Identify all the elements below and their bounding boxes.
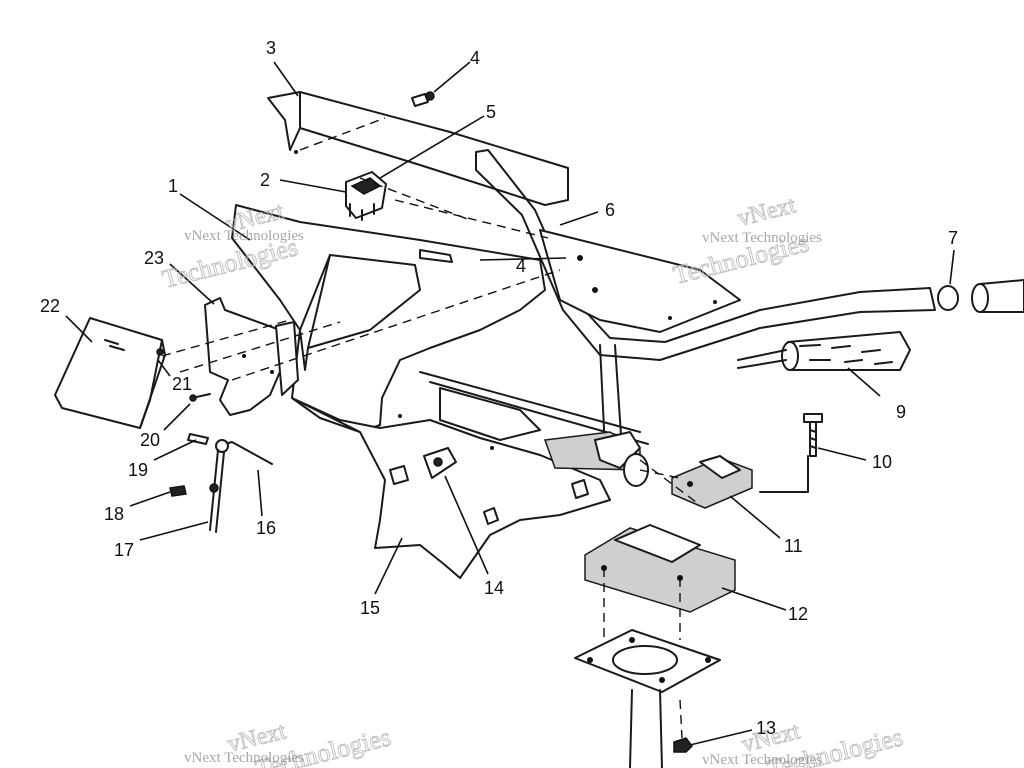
part-11-clamp-top [671, 455, 753, 509]
part-12-clamp-base [584, 524, 736, 613]
callout-1: 1 [168, 176, 178, 196]
part-16-rod [215, 439, 273, 465]
callout-14: 14 [484, 578, 504, 598]
watermark-right-line1: vNext [735, 192, 799, 231]
callout-10: 10 [872, 452, 892, 472]
callout-4-mid: 4 [516, 256, 526, 276]
callout-20: 20 [140, 430, 160, 450]
callout-11: 11 [784, 536, 803, 556]
part-14-bushing [389, 447, 589, 525]
watermark-bottom-left: vNext Technologies vNext Technologies [184, 718, 394, 768]
callout-3: 3 [266, 38, 276, 58]
part-2-switch [345, 171, 387, 221]
part-22-cover-plate [54, 317, 166, 429]
callout-16: 16 [256, 518, 276, 538]
callout-12: 12 [788, 604, 808, 624]
part-18-knob [169, 485, 187, 497]
part-7-bar-end [937, 279, 1024, 313]
leader-lines [65, 61, 955, 746]
callout-21: 21 [172, 374, 192, 394]
watermark-bottom-right: vNext Technologies vNext Technologies [702, 718, 906, 768]
part-13-nut [673, 737, 693, 753]
watermark-left-caption: vNext Technologies [184, 228, 304, 244]
watermark-bl-caption: vNext Technologies [184, 750, 304, 766]
callout-23: 23 [144, 248, 164, 268]
callout-9: 9 [896, 402, 906, 422]
part-6-handlebar [475, 149, 936, 487]
part-9-grip [737, 331, 911, 371]
callout-17: 17 [114, 540, 134, 560]
callout-5: 5 [486, 102, 496, 122]
callout-13: 13 [756, 718, 776, 738]
callout-7: 7 [948, 228, 958, 248]
watermark-right-caption: vNext Technologies [702, 230, 822, 246]
callout-6: 6 [605, 200, 615, 220]
part-10-bolt [803, 413, 823, 457]
watermark-br-caption: vNext Technologies [702, 752, 822, 768]
callout-18: 18 [104, 504, 124, 524]
part-20-screw [189, 393, 211, 402]
steering-plate [574, 629, 721, 768]
assembly-lines [161, 117, 809, 739]
callout-4-top: 4 [470, 48, 480, 68]
part-17-lever [209, 449, 225, 533]
part-1-dash-panel [231, 204, 546, 433]
part-3-top-cover [267, 91, 569, 206]
callout-15: 15 [360, 598, 380, 618]
callout-19: 19 [128, 460, 148, 480]
part-19-pin [187, 433, 209, 445]
watermark-right: vNext Technologies vNext Technologies [670, 192, 822, 290]
callout-22: 22 [40, 296, 60, 316]
part-23-bracket [204, 297, 299, 416]
callout-2: 2 [260, 170, 270, 190]
part-4-screw-top [411, 91, 435, 107]
callout-labels: 1 2 3 4 4 5 6 7 9 10 11 12 13 14 15 16 1… [40, 38, 958, 738]
